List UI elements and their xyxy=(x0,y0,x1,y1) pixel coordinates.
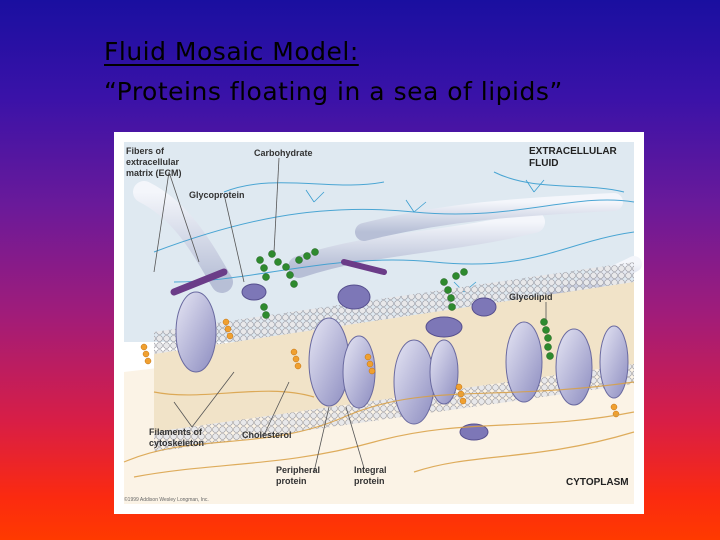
membrane-illustration xyxy=(123,142,642,504)
slide-title: Fluid Mosaic Model: “Proteins floating i… xyxy=(104,32,563,112)
label-cholesterol: Cholesterol xyxy=(242,430,292,440)
label-glycoprotein: Glycoprotein xyxy=(189,190,245,200)
label-integral-protein: Integral protein xyxy=(354,465,387,486)
label-glycolipid: Glycolipid xyxy=(509,292,553,302)
title-line-1: Fluid Mosaic Model: xyxy=(104,37,359,66)
label-cytoskeleton-filaments: Filaments of cytoskeleton xyxy=(149,427,205,448)
label-extracellular-fluid: EXTRACELLULAR FLUID xyxy=(529,146,617,169)
label-carbohydrate: Carbohydrate xyxy=(254,148,313,158)
membrane-diagram: Fibers of extracellular matrix (ECM) Car… xyxy=(114,132,644,514)
label-ecm-fibers: Fibers of extracellular matrix (ECM) xyxy=(126,146,182,178)
figure-copyright: ©1999 Addison Wesley Longman, Inc. xyxy=(124,497,209,503)
title-line-2: “Proteins floating in a sea of lipids” xyxy=(104,77,563,106)
label-peripheral-protein: Peripheral protein xyxy=(276,465,321,486)
label-cytoplasm: CYTOPLASM xyxy=(566,477,629,488)
